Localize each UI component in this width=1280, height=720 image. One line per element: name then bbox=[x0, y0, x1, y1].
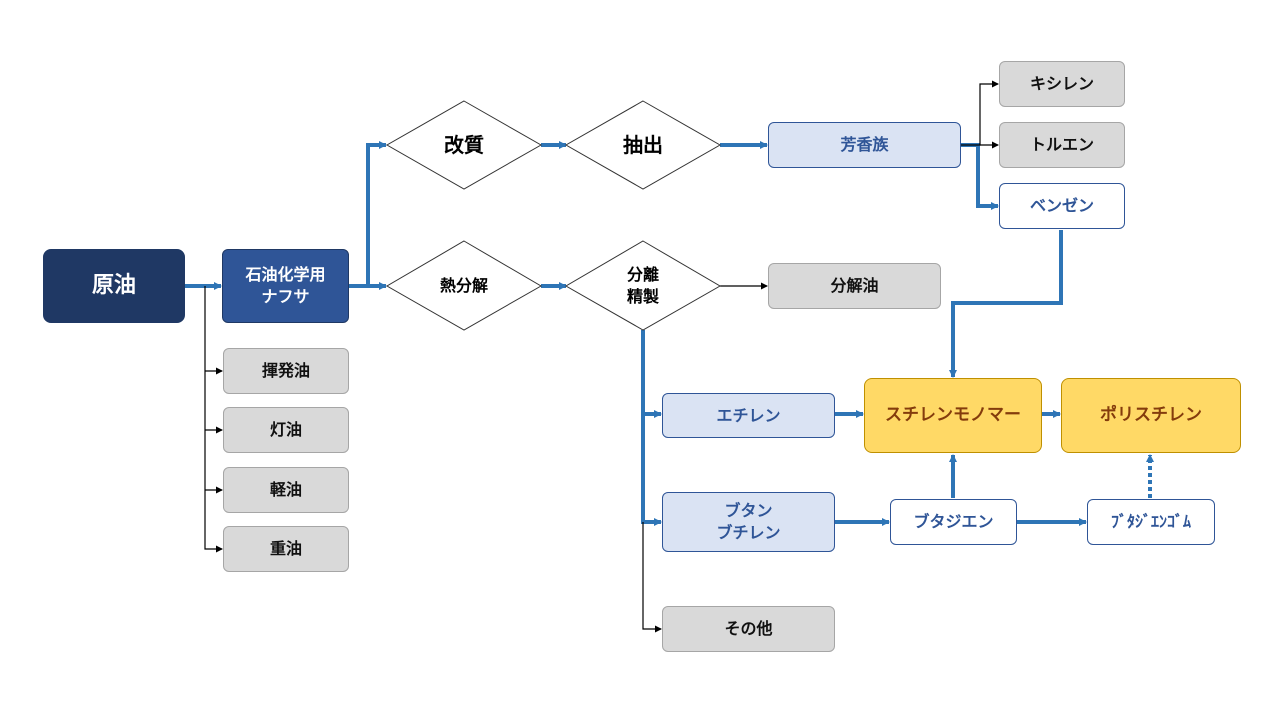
kerosene-text: 灯油 bbox=[269, 420, 302, 440]
label-separation: 分離 精製 bbox=[593, 260, 693, 312]
aromatics-text: 芳香族 bbox=[840, 135, 889, 155]
node-others: その他 bbox=[662, 606, 835, 652]
butadiene-text: ブタジエン bbox=[913, 512, 994, 532]
diamond-reforming bbox=[385, 100, 543, 190]
naphtha-text-line1: 石油化学用 bbox=[245, 265, 326, 285]
connector-separation-to-others bbox=[642, 522, 662, 633]
connector-separation-to-butane bbox=[641, 414, 662, 526]
label-reforming: 改質 bbox=[414, 125, 514, 165]
label-extraction: 抽出 bbox=[593, 125, 693, 165]
diamond-extraction bbox=[564, 100, 722, 190]
heavy-oil-text: 重油 bbox=[269, 539, 302, 559]
node-butadiene-rubber: ﾌﾞﾀｼﾞｴﾝｺﾞﾑ bbox=[1087, 499, 1215, 545]
connector-benzene-to-styrene bbox=[949, 230, 1063, 378]
node-light-oil: 軽油 bbox=[223, 467, 349, 513]
node-aromatics: 芳香族 bbox=[768, 122, 961, 168]
butane-text-line1: ブタン bbox=[724, 501, 773, 521]
volatile-oil-text: 揮発油 bbox=[261, 361, 310, 381]
cracked-oil-text: 分解油 bbox=[830, 276, 879, 296]
node-naphtha: 石油化学用 ナフサ bbox=[222, 249, 349, 323]
extraction-text: 抽出 bbox=[623, 132, 663, 157]
diamond-thermal-cracking bbox=[386, 240, 542, 331]
connector-aromatics-to-benzene bbox=[961, 143, 999, 210]
connector-crude-to-heavy-oil bbox=[204, 286, 223, 553]
node-toluene: トルエン bbox=[999, 122, 1125, 168]
light-oil-text: 軽油 bbox=[269, 480, 302, 500]
connector-aromatics-to-xylene bbox=[961, 80, 999, 146]
naphtha-text-line2: ナフサ bbox=[261, 287, 310, 306]
reforming-text: 改質 bbox=[444, 132, 484, 157]
node-styrene-monomer: スチレンモノマー bbox=[864, 378, 1042, 453]
butadiene-rubber-text: ﾌﾞﾀｼﾞｴﾝｺﾞﾑ bbox=[1110, 512, 1191, 532]
ethylene-text: エチレン bbox=[716, 405, 781, 425]
node-butadiene: ブタジエン bbox=[890, 499, 1017, 545]
styrene-monomer-text: スチレンモノマー bbox=[885, 405, 1021, 426]
node-crude-oil: 原油 bbox=[43, 249, 185, 323]
diamond-separation bbox=[565, 240, 721, 331]
thermal-cracking-text: 熱分解 bbox=[439, 276, 488, 296]
connector-separation-to-ethylene bbox=[641, 330, 662, 418]
polystyrene-text: ポリスチレン bbox=[1100, 405, 1202, 426]
separation-text-line1: 分離 bbox=[626, 265, 659, 285]
node-benzene: ベンゼン bbox=[999, 183, 1125, 229]
benzene-text: ベンゼン bbox=[1029, 196, 1094, 216]
butane-text-line2: ブチレン bbox=[716, 523, 781, 542]
crude-oil-text: 原油 bbox=[91, 273, 136, 299]
node-volatile-oil: 揮発油 bbox=[223, 348, 349, 394]
others-text: その他 bbox=[724, 619, 773, 639]
node-kerosene: 灯油 bbox=[223, 407, 349, 453]
node-xylene: キシレン bbox=[999, 61, 1125, 107]
node-polystyrene: ポリスチレン bbox=[1061, 378, 1241, 453]
node-butane-butylene: ブタン ブチレン bbox=[662, 492, 835, 552]
node-ethylene: エチレン bbox=[662, 393, 835, 438]
node-heavy-oil: 重油 bbox=[223, 526, 349, 572]
toluene-text: トルエン bbox=[1029, 135, 1094, 155]
separation-text-line2: 精製 bbox=[626, 287, 659, 306]
connector-naphtha-to-reforming bbox=[349, 141, 387, 288]
xylene-text: キシレン bbox=[1029, 74, 1094, 94]
node-cracked-oil: 分解油 bbox=[768, 263, 941, 309]
label-thermal-cracking: 熱分解 bbox=[414, 266, 514, 306]
